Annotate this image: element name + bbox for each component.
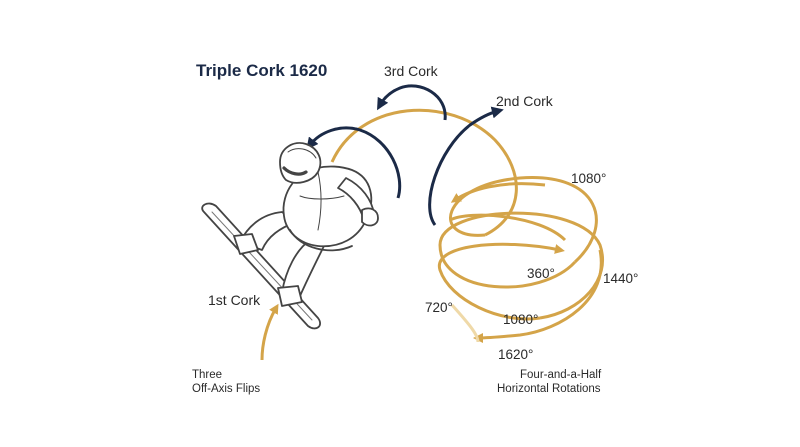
diagram-title: Triple Cork 1620 [196,61,328,80]
caption-rotations-line2: Horizontal Rotations [497,383,601,395]
label-1440: 1440° [603,271,639,286]
rotation-loop-1620 [473,249,603,343]
label-1080-bottom: 1080° [503,312,539,327]
rotation-loop-1080-bottom [437,242,565,321]
flip-arrow-2nd-cork [428,106,504,226]
rotation-loop-360 [449,213,567,242]
flip-arrow-1st-cork [260,303,279,361]
label-3rd-cork: 3rd Cork [384,63,438,79]
label-2nd-cork: 2nd Cork [496,93,553,109]
label-720: 720° [425,300,453,315]
flip-arrow-3rd-cork-left [306,126,402,199]
caption-flips-line2: Off-Axis Flips [192,383,261,395]
rotation-loop-1080-head [450,182,546,203]
rotation-loop-1440 [438,211,604,320]
flip-arrow-3rd-cork [377,84,447,121]
rotation-path-upper [330,108,518,237]
caption-flips-line1: Three [192,369,223,381]
label-1st-cork: 1st Cork [208,292,261,308]
label-1620: 1620° [498,347,534,362]
caption-rotations-line1: Four-and-a-Half [520,369,602,381]
snowboarder-figure [201,142,379,330]
rotation-loop-720-faint [450,303,480,343]
label-360: 360° [527,266,555,281]
label-1080-top: 1080° [571,171,607,186]
